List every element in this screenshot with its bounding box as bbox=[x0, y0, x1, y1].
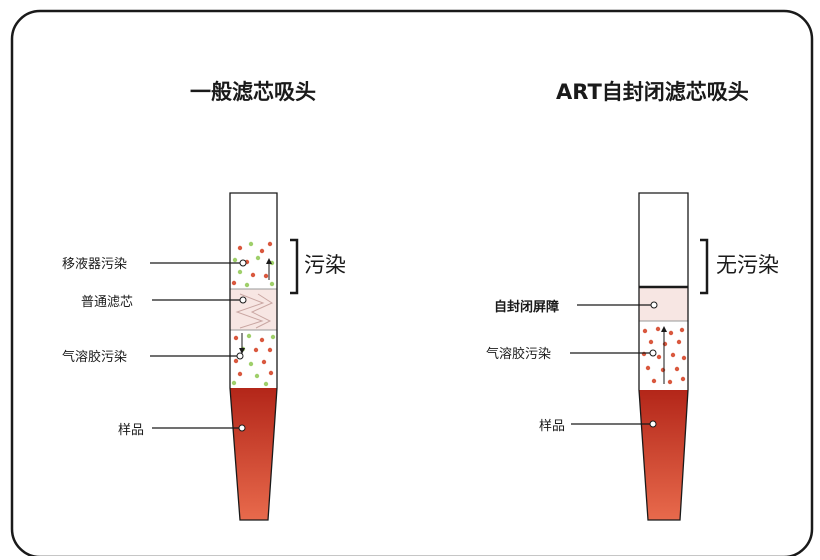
left-bracket-text: 污染 bbox=[304, 253, 346, 277]
label-right-aerosol: 气溶胶污染 bbox=[486, 347, 552, 362]
label-self-seal-barrier: 自封闭屏障 bbox=[494, 300, 560, 315]
left-filter-zone bbox=[230, 289, 277, 330]
right-tip-outline bbox=[638, 192, 689, 521]
left-sample bbox=[230, 388, 277, 520]
right-bracket bbox=[700, 238, 709, 295]
label-left-aerosol: 气溶胶污染 bbox=[62, 350, 128, 365]
right-bracket-text: 无污染 bbox=[716, 253, 779, 277]
label-right-sample: 样品 bbox=[539, 419, 566, 434]
left-tip-outline bbox=[229, 192, 278, 521]
right-leaders bbox=[570, 301, 658, 428]
left-title: 一般滤芯吸头 bbox=[190, 80, 316, 104]
label-pipette-contamination: 移液器污染 bbox=[62, 257, 128, 272]
left-filter-zigzag bbox=[235, 293, 265, 329]
right-tip bbox=[638, 192, 689, 521]
right-title: ART自封闭滤芯吸头 bbox=[556, 80, 749, 104]
right-barrier-zone bbox=[639, 287, 688, 321]
left-pipette-dots bbox=[231, 241, 275, 288]
label-normal-filter: 普通滤芯 bbox=[81, 295, 134, 310]
left-leaders bbox=[150, 259, 247, 432]
label-left-sample: 样品 bbox=[118, 423, 145, 438]
left-bracket bbox=[290, 238, 299, 295]
left-aerosol-dots bbox=[231, 333, 276, 387]
left-tip bbox=[229, 192, 278, 521]
